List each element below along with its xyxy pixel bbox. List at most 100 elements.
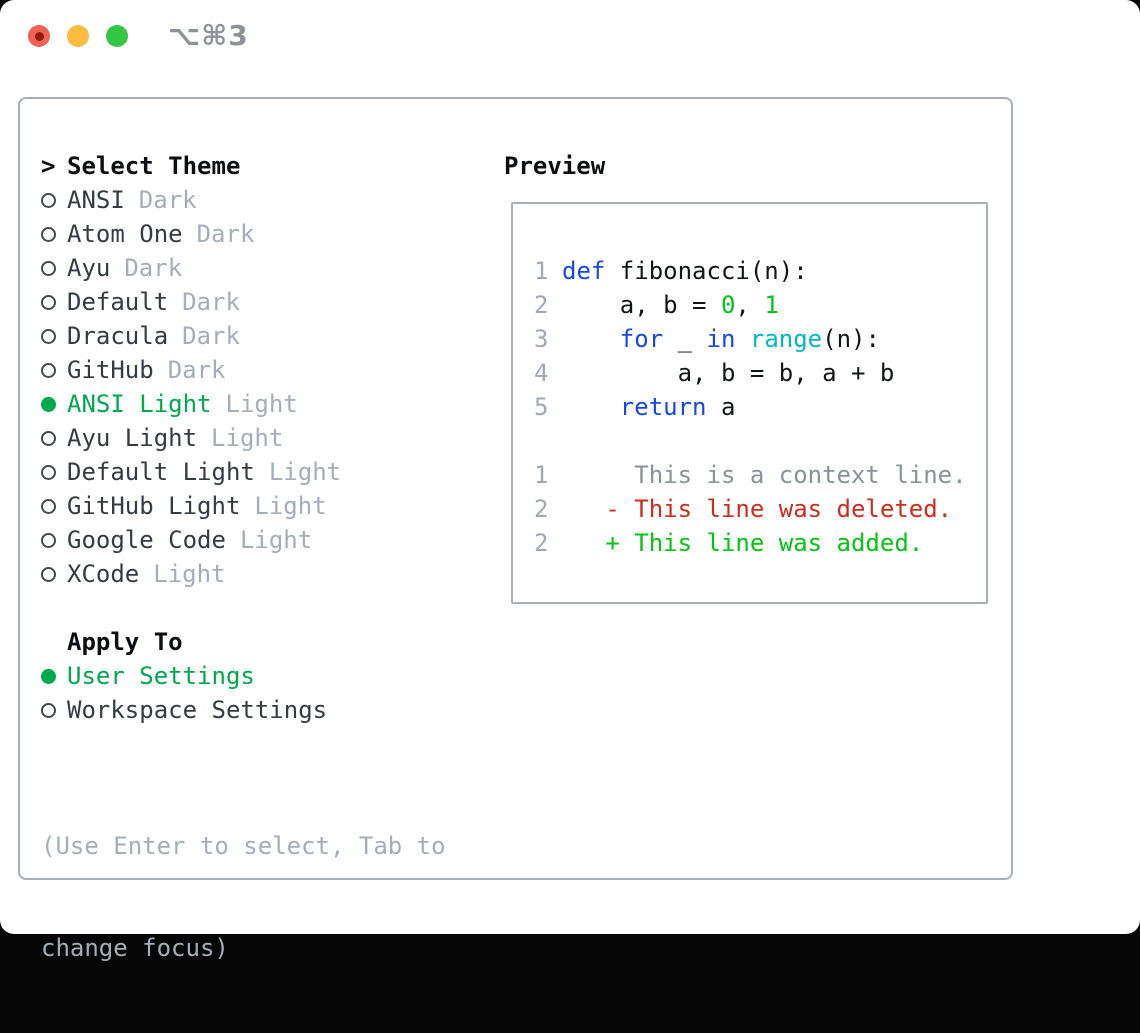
line-number: 2 <box>534 529 549 557</box>
code-line: 3 for _ in range(n): <box>534 322 986 356</box>
theme-option-label: GitHub Light <box>67 492 241 520</box>
token-plain: fibonacci(n): <box>605 257 808 285</box>
theme-option-ayu-light[interactable]: Ayu Light Light <box>41 421 486 455</box>
code-line: 1 This is a context line. <box>534 458 986 492</box>
theme-option-label: GitHub <box>67 356 154 384</box>
code-line: 4 a, b = b, a + b <box>534 356 986 390</box>
token-plain: _ <box>663 325 707 353</box>
code-tokens: a, b = 0, 1 <box>562 291 779 319</box>
line-number: 3 <box>534 325 549 353</box>
code-tokens: return a <box>562 393 736 421</box>
theme-variant-label: Light <box>239 526 313 554</box>
spacer <box>41 727 486 761</box>
theme-option-github[interactable]: GitHub Dark <box>41 353 486 387</box>
token-number: 1 <box>764 291 779 319</box>
token-plain: (n): <box>822 325 880 353</box>
token-keyword: return <box>619 393 707 421</box>
theme-option-label: Dracula <box>67 322 169 350</box>
apply-option-label: User Settings <box>67 662 255 690</box>
theme-variant-label: Dark <box>167 356 226 384</box>
radio-icon <box>41 566 56 582</box>
token-plain: a, b = b, a + b <box>562 359 895 387</box>
radio-icon <box>41 702 56 718</box>
theme-option-default[interactable]: Default Dark <box>41 285 486 319</box>
theme-option-label: XCode <box>67 560 140 588</box>
token-keyword: in <box>706 325 736 353</box>
token-plain <box>735 325 749 353</box>
theme-option-xcode[interactable]: XCode Light <box>41 557 486 591</box>
preview-box: 1 def fibonacci(n): 2 a, b = 0, 1 3 for _ i… <box>511 202 988 604</box>
radio-selected-icon <box>41 396 56 412</box>
radio-selected-icon <box>41 668 56 684</box>
theme-variant-label: Light <box>211 424 284 452</box>
help-text: (Use Enter to select, Tab to change focu… <box>41 761 486 1033</box>
code-tokens: a, b = b, a + b <box>562 359 895 387</box>
token-context: This is a context line. <box>562 461 967 489</box>
close-button[interactable] <box>28 25 50 47</box>
titlebar: ⌥⌘3 <box>28 19 249 52</box>
theme-option-label: Default Light <box>67 458 255 486</box>
theme-option-label: ANSI <box>67 186 125 214</box>
help-text-line-1: (Use Enter to select, Tab to <box>41 832 446 860</box>
theme-option-github-light[interactable]: GitHub Light Light <box>41 489 486 523</box>
theme-variant-label: Light <box>225 390 298 418</box>
radio-icon <box>41 498 56 514</box>
theme-option-atom-one[interactable]: Atom One Dark <box>41 217 486 251</box>
maximize-button[interactable] <box>106 25 128 47</box>
code-line <box>534 424 986 458</box>
theme-option-label: Default <box>67 288 169 316</box>
token-plain <box>562 393 620 421</box>
line-number: 1 <box>534 257 549 285</box>
apply-option-workspace-settings[interactable]: Workspace Settings <box>41 693 486 727</box>
theme-option-label: Atom One <box>67 220 183 248</box>
theme-variant-label: Dark <box>124 254 183 282</box>
apply-option-user-settings[interactable]: User Settings <box>41 659 486 693</box>
theme-variant-label: Light <box>254 492 327 520</box>
apply-option-label: Workspace Settings <box>67 696 328 724</box>
theme-option-dracula[interactable]: Dracula Dark <box>41 319 486 353</box>
theme-variant-label: Dark <box>182 322 240 350</box>
preview-header: Preview <box>504 152 606 180</box>
code-line: 5 return a <box>534 390 986 424</box>
help-text-line-2: change focus) <box>41 934 229 962</box>
theme-option-ansi[interactable]: ANSI Dark <box>41 183 486 217</box>
token-deleted: - This line was deleted. <box>562 495 953 523</box>
token-keyword: def <box>562 257 606 285</box>
line-number: 4 <box>534 359 549 387</box>
token-plain: a, b = <box>562 291 721 319</box>
line-number: 2 <box>534 291 549 319</box>
theme-variant-label: Light <box>268 458 342 486</box>
code-line: 2 + This line was added. <box>534 526 986 560</box>
token-number: 0 <box>720 291 736 319</box>
theme-option-label: Ayu Light <box>67 424 198 452</box>
line-number: 2 <box>534 495 549 523</box>
minimize-button[interactable] <box>67 25 89 47</box>
token-added: + This line was added. <box>562 529 924 557</box>
code-tokens: + This line was added. <box>562 529 923 557</box>
theme-variant-label: Light <box>153 560 226 588</box>
code-tokens: for _ in range(n): <box>562 325 880 353</box>
keyboard-shortcut-label: ⌥⌘3 <box>168 19 249 52</box>
radio-icon <box>41 260 56 276</box>
radio-icon <box>41 532 56 548</box>
code-tokens: def fibonacci(n): <box>562 257 808 285</box>
theme-variant-label: Dark <box>182 288 240 316</box>
radio-icon <box>41 328 56 344</box>
theme-variant-label: Dark <box>138 186 197 214</box>
token-plain <box>562 325 620 353</box>
token-builtin: range <box>749 325 823 353</box>
theme-variant-label: Dark <box>196 220 255 248</box>
theme-option-default-light[interactable]: Default Light Light <box>41 455 486 489</box>
select-theme-header-label: Select Theme <box>67 152 241 180</box>
token-keyword: for <box>619 325 664 353</box>
radio-icon <box>41 226 56 242</box>
line-number: 5 <box>534 393 549 421</box>
token-plain: a <box>706 393 736 421</box>
spacer <box>41 591 486 625</box>
